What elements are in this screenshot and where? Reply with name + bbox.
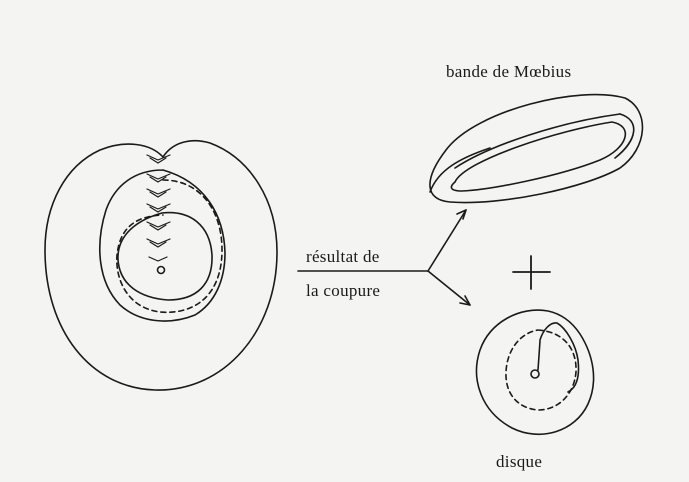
arrow-up-shaft	[427, 209, 467, 272]
mobius-band-label: bande de Mœbius	[446, 62, 572, 81]
dashed-loop	[116, 179, 223, 314]
arrow-up-head	[456, 209, 467, 220]
band-edge	[614, 113, 635, 159]
band-mid	[454, 113, 621, 169]
band-outer	[429, 93, 644, 204]
inner-loop	[117, 211, 213, 301]
disk-spiral	[539, 322, 580, 393]
arrow-down-shaft	[427, 270, 471, 306]
disk-dashed	[505, 329, 577, 411]
disk-stem	[537, 340, 541, 371]
result-arrows	[297, 209, 471, 306]
disk-outer	[475, 309, 595, 436]
arrow-down-head	[459, 295, 471, 306]
disk-figure	[475, 309, 595, 436]
cut-marks	[146, 154, 171, 262]
plus-sign	[512, 255, 551, 290]
disk-label: disque	[496, 452, 543, 471]
outer-loop	[44, 139, 278, 391]
result-label-line2: la coupure	[306, 281, 381, 300]
band-twist	[429, 147, 491, 193]
center-hole	[156, 265, 166, 275]
result-label-line1: résultat de	[306, 247, 380, 266]
middle-loop	[98, 169, 226, 322]
band-inner	[450, 121, 627, 192]
cut-surface-figure	[44, 139, 278, 391]
disk-hole	[530, 369, 540, 379]
mobius-band-figure	[429, 93, 644, 204]
